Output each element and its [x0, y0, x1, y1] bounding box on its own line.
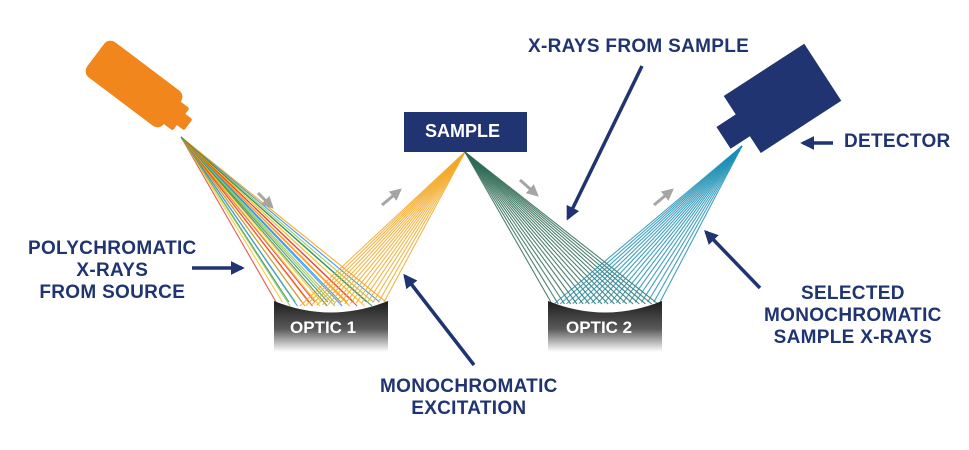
- sample-label: SAMPLE: [425, 121, 501, 141]
- pointer-xrays-from-sample: [566, 65, 644, 221]
- xray-source-tube-icon: [85, 40, 192, 130]
- excitation-beam: [355, 151, 466, 304]
- selected-beam: [578, 145, 743, 304]
- selected-beam: [609, 145, 743, 304]
- optic-2-crystal: [548, 301, 662, 352]
- polychromatic-beam: [180, 136, 374, 303]
- polychromatic-label: POLYCHROMATIC X-RAYS FROM SOURCE: [28, 238, 197, 304]
- sample-xray-beam: [464, 151, 565, 305]
- selected-beam: [653, 145, 743, 303]
- monochromatic-excitation-line-1: MONOCHROMATIC: [380, 376, 558, 397]
- pointer-selected: [704, 229, 762, 290]
- sample-xray-beam: [464, 151, 597, 305]
- excitation-beam: [316, 151, 466, 306]
- excitation-beam: [305, 151, 466, 307]
- detector-icon: [716, 43, 842, 154]
- optic-1-label: OPTIC 1: [290, 318, 357, 337]
- excitation-beam: [366, 151, 466, 304]
- pointer-monochromatic-excitation: [403, 273, 476, 367]
- selected-beam: [591, 145, 743, 304]
- selected-beam: [615, 145, 743, 304]
- excitation-beam: [299, 151, 466, 307]
- selected-line-3: SAMPLE X-RAYS: [773, 327, 933, 348]
- selected-line-2: MONOCHROMATIC: [764, 305, 942, 326]
- excitation-beam: [377, 151, 466, 303]
- excitation-beam: [327, 151, 466, 306]
- excitation-beam: [349, 151, 466, 304]
- polychromatic-beam: [180, 136, 373, 307]
- sample-box: [404, 112, 527, 152]
- excitation-beam: [310, 151, 466, 306]
- selected-beam: [572, 145, 743, 305]
- selected-beam: [584, 145, 743, 304]
- selected-beam: [553, 145, 743, 305]
- excitation-beam: [333, 151, 466, 305]
- polychromatic-line-2: X-RAYS: [76, 260, 149, 281]
- optic-1-crystal: [274, 301, 388, 352]
- polychromatic-beam: [180, 136, 343, 307]
- selected-beam: [634, 145, 743, 303]
- polychromatic-beam: [180, 136, 365, 307]
- xrays-from-sample-label: X-RAYS FROM SAMPLE: [528, 36, 750, 57]
- selected-beam: [647, 145, 743, 303]
- excitation-beam: [321, 151, 466, 306]
- selected-beam: [628, 145, 743, 303]
- polychromatic-beam: [180, 136, 277, 303]
- selected-beam: [622, 145, 743, 304]
- polychromatic-beam: [180, 136, 298, 307]
- polychromatic-beams: [180, 136, 387, 307]
- excitation-beam: [372, 151, 466, 303]
- polychromatic-line-1: POLYCHROMATIC: [28, 238, 197, 259]
- excitation-beam: [338, 151, 466, 305]
- selected-beam: [559, 145, 743, 305]
- sample-xray-beam: [464, 151, 603, 305]
- polychromatic-beam: [180, 136, 328, 307]
- optic-2-label: OPTIC 2: [566, 318, 633, 337]
- excitation-beam: [383, 151, 466, 303]
- polychromatic-beam: [180, 136, 336, 307]
- selected-beam: [566, 145, 743, 305]
- polychromatic-beam: [180, 136, 306, 307]
- detector-label: DETECTOR: [844, 131, 951, 152]
- monochromatic-excitation-line-2: EXCITATION: [411, 398, 527, 419]
- polychromatic-beam: [180, 136, 351, 307]
- polychromatic-beam: [180, 136, 380, 303]
- polychromatic-beam: [180, 136, 283, 303]
- excitation-beam: [344, 151, 466, 305]
- sample-xray-beam: [464, 151, 590, 305]
- polychromatic-beam: [180, 136, 358, 307]
- selected-line-1: SELECTED: [800, 283, 905, 304]
- selected-label: SELECTED MONOCHROMATIC SAMPLE X-RAYS: [764, 283, 942, 349]
- monochromatic-excitation-label: MONOCHROMATIC EXCITATION: [380, 376, 558, 420]
- polychromatic-beam: [180, 136, 291, 307]
- polychromatic-line-3: FROM SOURCE: [39, 282, 186, 303]
- sample-xray-beam: [464, 151, 559, 305]
- selected-beam: [597, 145, 743, 304]
- sample-xray-beam: [464, 151, 584, 305]
- excitation-beams: [299, 151, 466, 307]
- selected-beam: [640, 145, 743, 303]
- direction-arrows: [256, 178, 674, 209]
- selected-beams: [553, 145, 743, 305]
- selected-beam: [659, 145, 743, 303]
- excitation-beam: [361, 151, 466, 304]
- selected-beam: [603, 145, 743, 304]
- polychromatic-beam: [180, 136, 313, 307]
- polychromatic-beam: [180, 136, 387, 303]
- label-pointers: [192, 65, 833, 367]
- sample-xray-beam: [464, 151, 572, 305]
- polychromatic-beam: [180, 136, 321, 307]
- sample-xray-beam: [464, 151, 553, 305]
- sample-xray-beam: [464, 151, 578, 305]
